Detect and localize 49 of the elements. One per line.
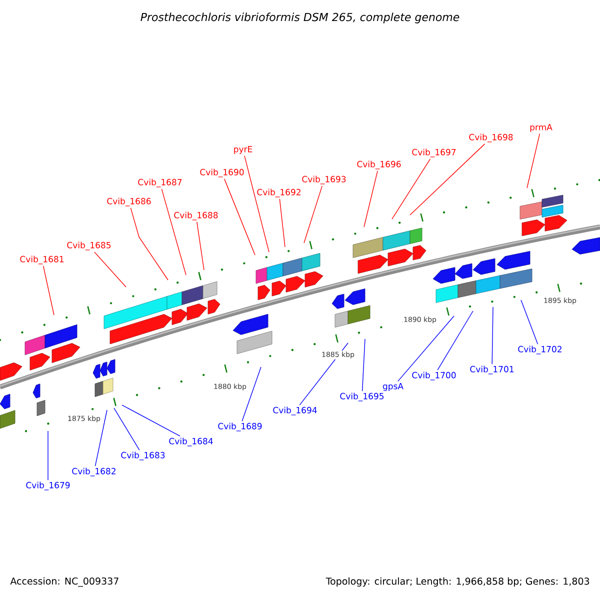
gene-label: gpsA xyxy=(382,383,404,391)
leader-line xyxy=(130,208,168,280)
leader-line xyxy=(161,188,186,276)
gene-label: Cvib_1693 xyxy=(302,176,346,184)
leader-line xyxy=(437,310,474,370)
gene-label: Cvib_1684 xyxy=(169,438,213,446)
gene-label: Cvib_1685 xyxy=(67,242,111,250)
gene-label: Cvib_1701 xyxy=(470,366,514,374)
gene-label: Cvib_1679 xyxy=(26,482,70,490)
leader-line xyxy=(196,222,204,270)
leader-line xyxy=(398,316,454,382)
leader-line xyxy=(42,266,54,316)
gene-label: Cvib_1695 xyxy=(340,392,384,402)
leader-line xyxy=(492,306,494,364)
gene-label: Cvib_1694 xyxy=(273,406,317,416)
leader-line xyxy=(114,408,140,450)
leader-line xyxy=(526,133,540,188)
leader-line xyxy=(94,252,126,288)
gene-label: Cvib_1690 xyxy=(200,168,244,178)
gene-label: Cvib_1689 xyxy=(218,422,262,432)
leader-line xyxy=(362,338,366,392)
leader-line xyxy=(94,410,108,466)
leader-line xyxy=(410,144,486,216)
leader-line xyxy=(242,366,262,422)
gene-label: Cvib_1702 xyxy=(518,346,562,354)
gene-label: Cvib_1683 xyxy=(121,452,165,460)
leader-line xyxy=(244,155,270,252)
gene-label: Cvib_1681 xyxy=(20,256,64,264)
gene-label: prmA xyxy=(530,124,552,132)
gene-label: Cvib_1682 xyxy=(72,468,116,476)
title: Prosthecochloris vibrioformis DSM 265, complete genome xyxy=(140,12,460,24)
leader-line xyxy=(224,178,256,256)
leader-line xyxy=(122,404,180,436)
gene-label: Cvib_1688 xyxy=(174,212,218,220)
gene-label: Cvib_1696 xyxy=(357,160,401,170)
gene-label: Cvib_1692 xyxy=(257,188,300,198)
gene-label: Cvib_1700 xyxy=(412,372,456,380)
leader-line xyxy=(304,186,322,244)
leader-line xyxy=(364,170,378,228)
gene-label: Cvib_1687 xyxy=(138,178,182,188)
leader-line xyxy=(392,158,431,220)
footer-text: Accession: NC_009337 xyxy=(9,576,120,588)
gene-label: Cvib_1697 xyxy=(412,148,456,158)
leader-line xyxy=(279,198,286,248)
gene-label: pyrE xyxy=(234,146,252,154)
footer-text: Topology: circular; Length: 1,966,858 bp; Genes: 1,803 xyxy=(324,576,591,588)
gene-label: Cvib_1698 xyxy=(469,134,513,142)
gene-label: Cvib_1686 xyxy=(107,198,151,206)
leader-line xyxy=(520,300,538,344)
